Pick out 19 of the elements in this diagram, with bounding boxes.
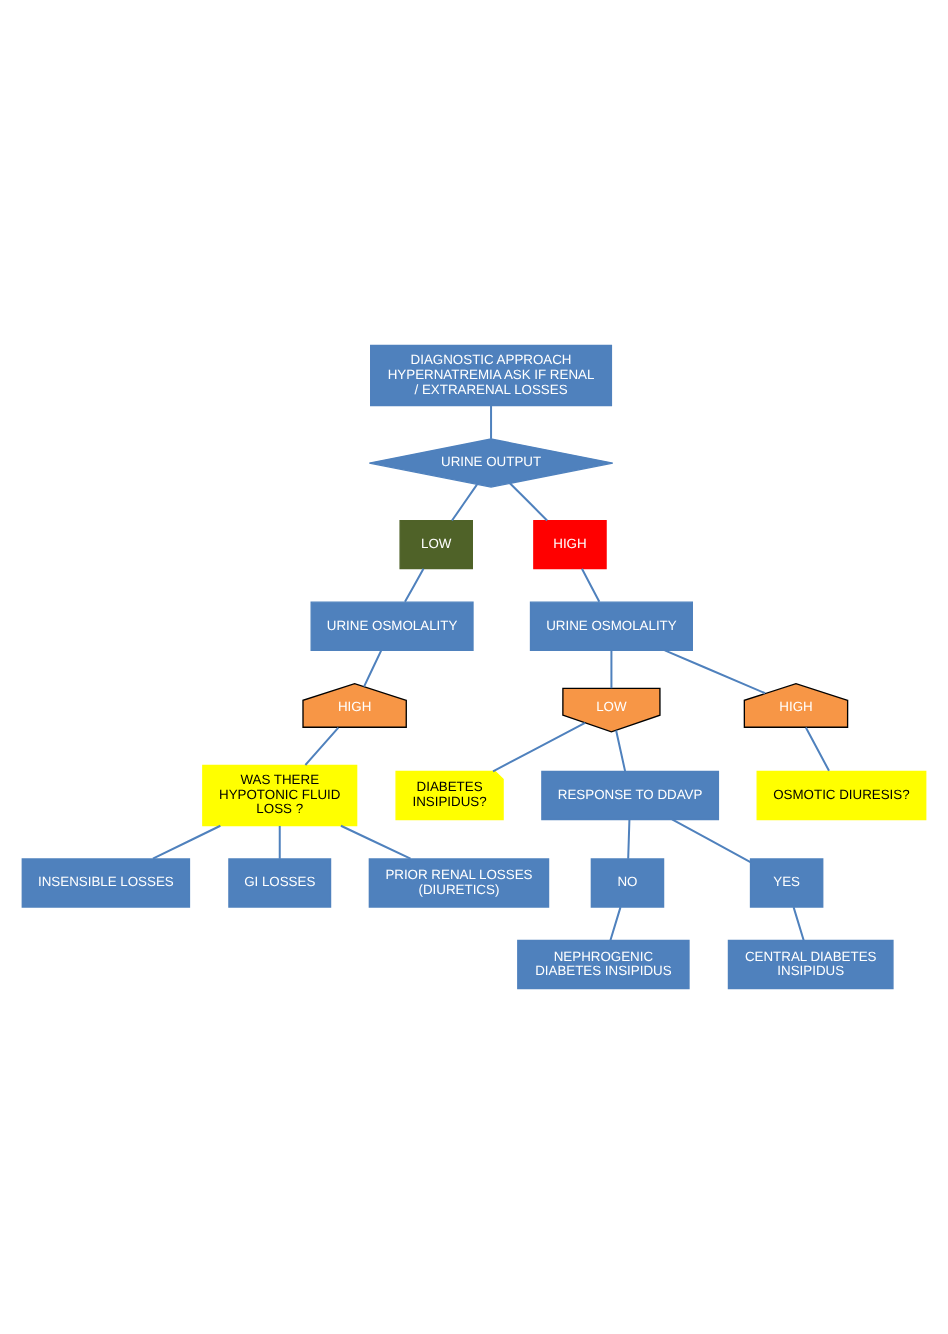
connector [792,906,805,941]
connector [451,484,478,522]
connector [278,825,281,859]
connector [152,824,221,860]
connector [492,722,586,773]
connector [581,568,601,603]
connector [490,406,493,439]
connector [664,649,766,695]
connector [404,568,425,603]
connector [509,482,548,522]
connector [363,649,383,688]
connector [610,650,613,689]
connector [671,818,751,863]
connector [627,819,631,859]
connector [615,730,627,772]
connector [804,727,830,772]
connector [340,824,411,860]
connector [609,906,622,941]
connector [304,726,340,766]
